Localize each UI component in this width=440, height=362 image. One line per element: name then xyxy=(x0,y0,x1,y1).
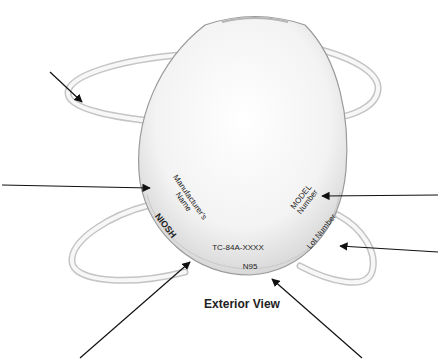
filter-class: N95 xyxy=(230,263,270,271)
mask-body xyxy=(139,17,347,276)
leader-arrows xyxy=(2,72,438,358)
approval-number: TC-84A-XXXX xyxy=(198,244,278,252)
caption: Exterior View xyxy=(172,298,312,311)
nose-clip xyxy=(222,18,288,22)
